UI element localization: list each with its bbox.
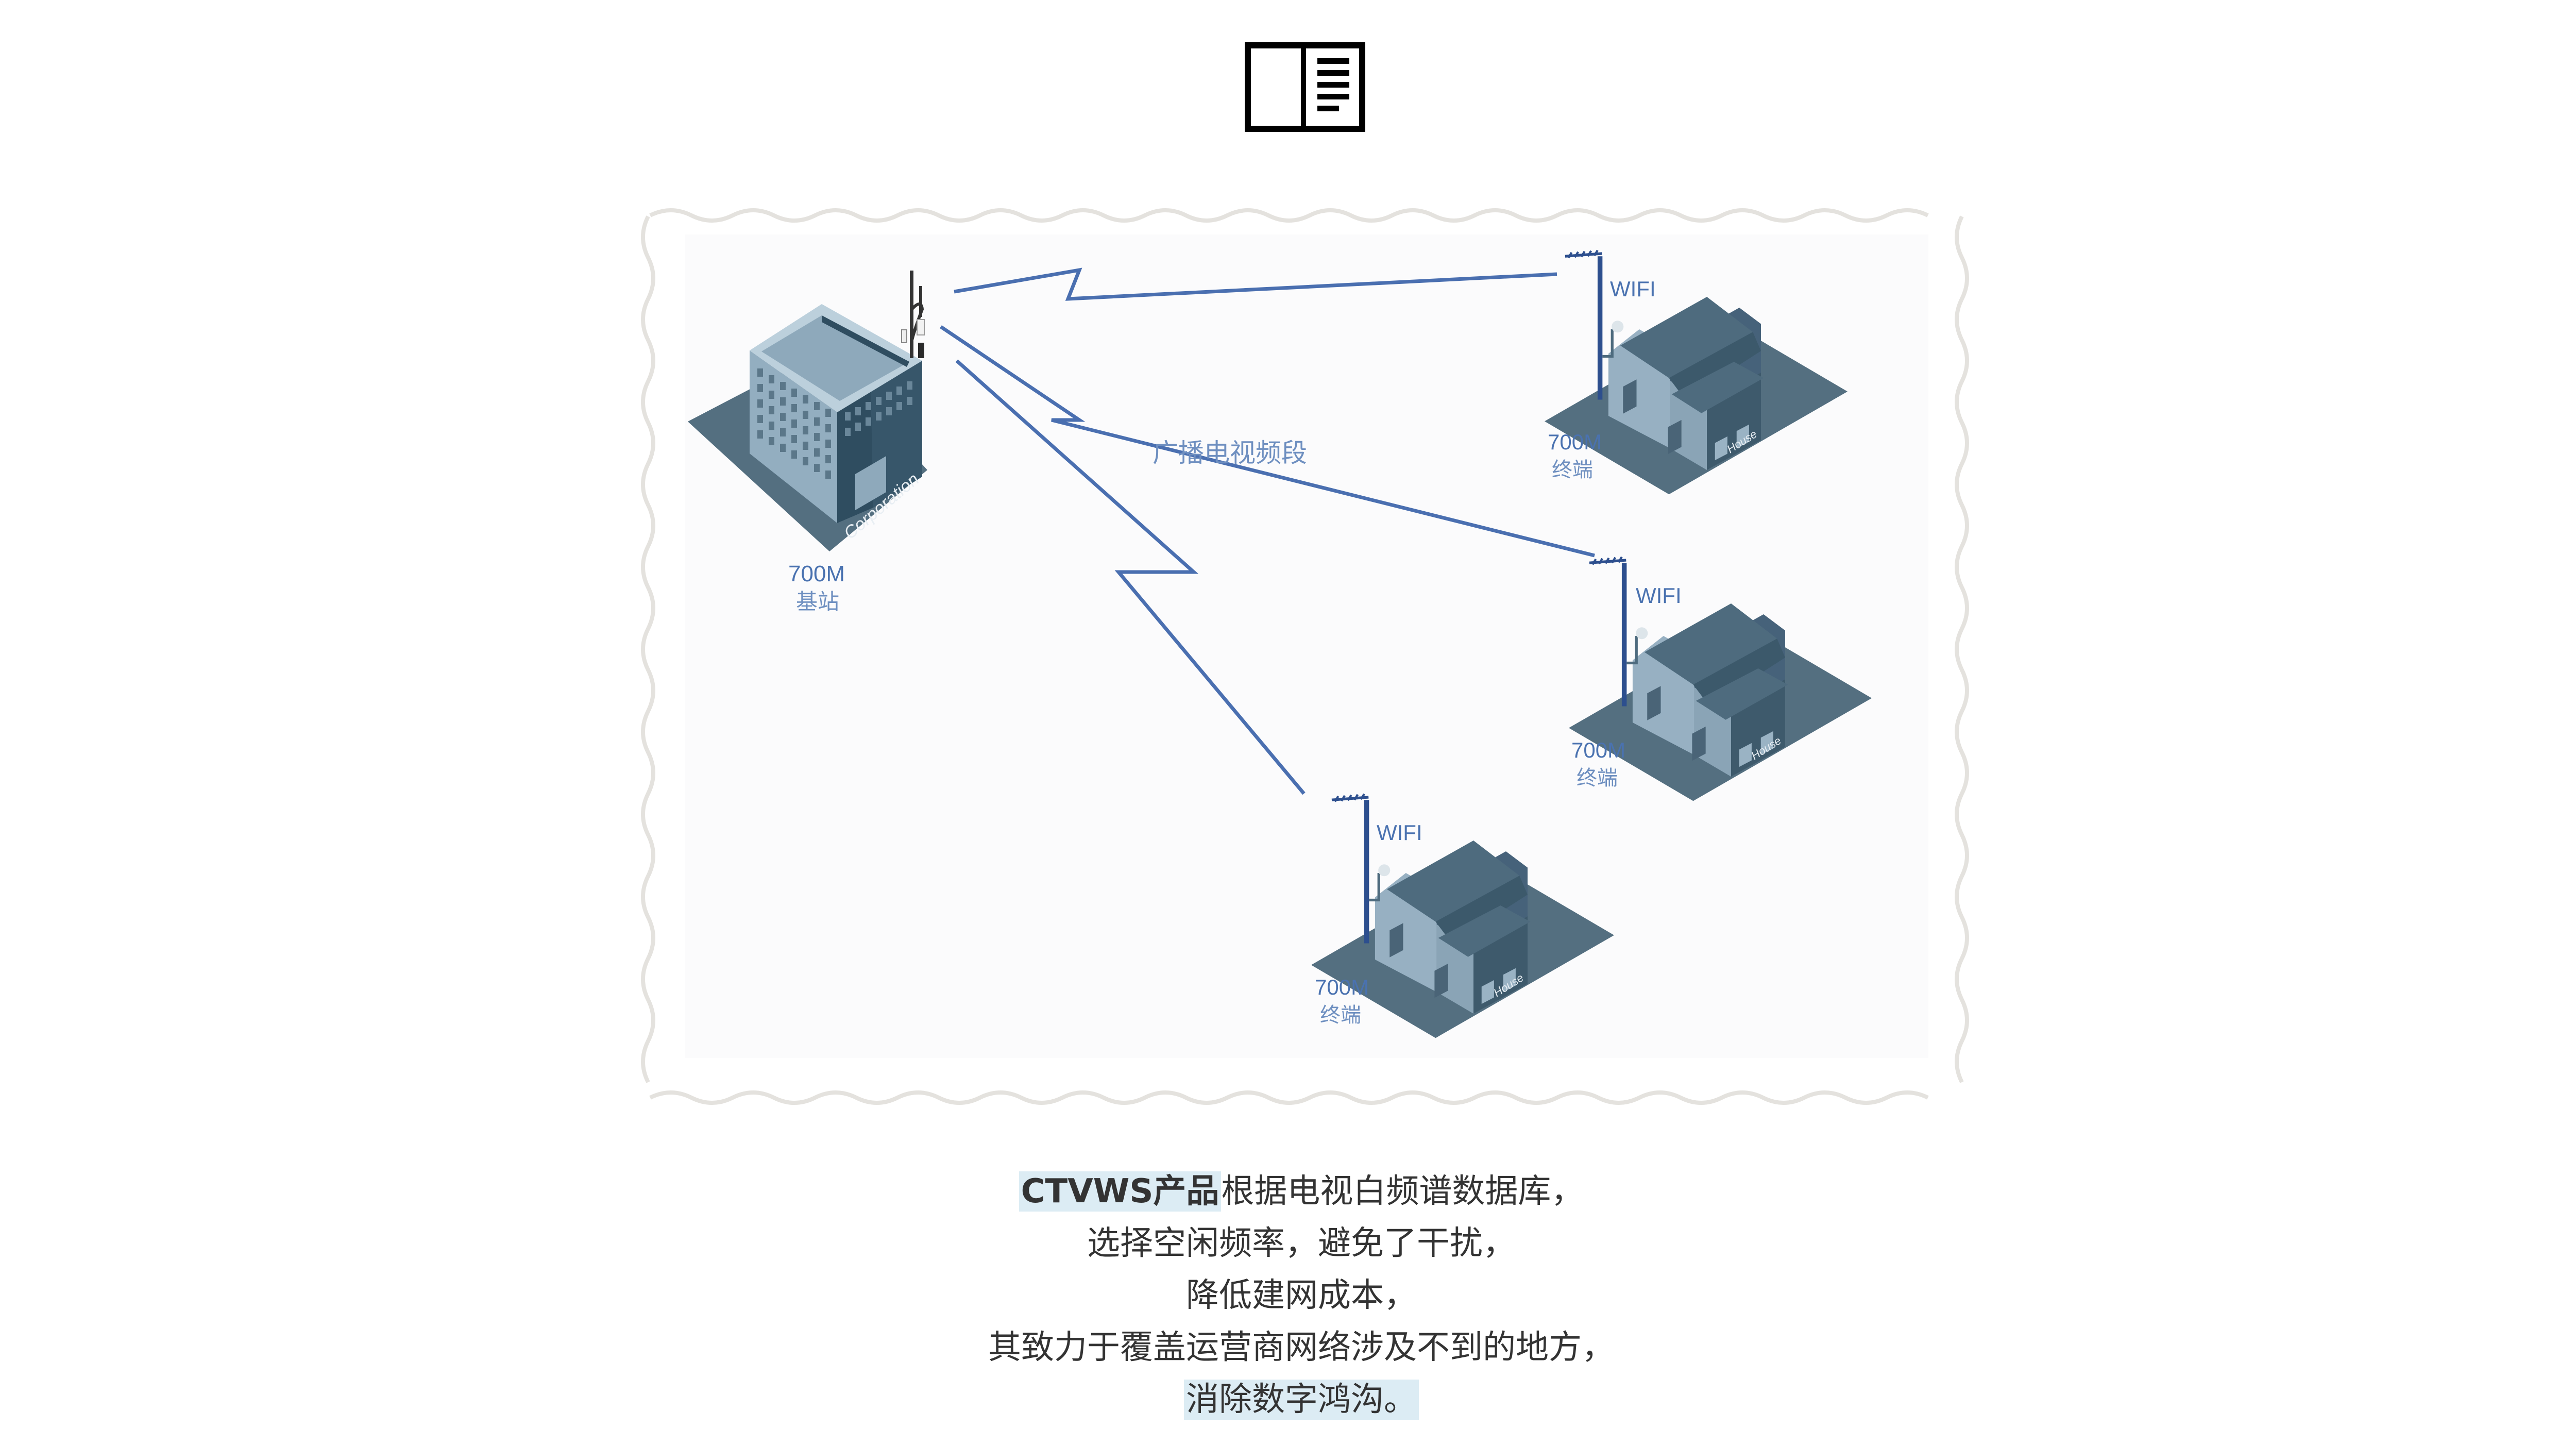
caption-line-4: 其致力于覆盖运营商网络涉及不到的地方， — [988, 1329, 1615, 1367]
caption-line-5: 消除数字鸿沟。 — [0, 1374, 2576, 1426]
office-building-icon — [688, 304, 927, 551]
caption-line-1: CTVWS产品根据电视白频谱数据库， — [0, 1166, 2576, 1218]
link-to-terminal-3 — [955, 359, 1306, 795]
book-open-icon — [1245, 42, 1365, 132]
caption-line-1-text: 根据电视白频谱数据库， — [1221, 1172, 1584, 1211]
frame-border — [641, 208, 1969, 1105]
terminal-label: 终端 — [1552, 458, 1593, 482]
wireless-links — [940, 267, 1595, 795]
terminal-3: House WIFI 700M 终端 — [1311, 794, 1614, 1038]
wifi-label: WIFI — [1636, 583, 1682, 608]
base-station: Corporation 700M 基站 — [688, 271, 927, 614]
wifi-label: WIFI — [1610, 277, 1656, 301]
link-to-terminal-2 — [940, 325, 1595, 558]
link-to-terminal-1 — [954, 267, 1557, 301]
cell-tower-icon — [901, 271, 925, 358]
caption-highlight-product: CTVWS产品 — [1019, 1171, 1222, 1212]
terminal-freq: 700M — [1571, 738, 1625, 762]
terminal-label: 终端 — [1577, 766, 1618, 790]
base-station-label: 基站 — [796, 589, 839, 614]
base-station-freq: 700M — [788, 561, 845, 586]
caption-line-3: 降低建网成本， — [1186, 1276, 1417, 1315]
band-label: 广播电视频段 — [1153, 438, 1307, 468]
wifi-label: WIFI — [1377, 820, 1422, 845]
terminal-freq: 700M — [1315, 975, 1369, 999]
terminal-freq: 700M — [1548, 430, 1602, 454]
caption: CTVWS产品根据电视白频谱数据库， 选择空闲频率，避免了干扰， 降低建网成本，… — [0, 1166, 2576, 1426]
caption-line-2: 选择空闲频率，避免了干扰， — [1087, 1224, 1516, 1263]
caption-highlight-conclusion: 消除数字鸿沟。 — [1184, 1380, 1419, 1420]
terminal-label: 终端 — [1320, 1003, 1361, 1027]
